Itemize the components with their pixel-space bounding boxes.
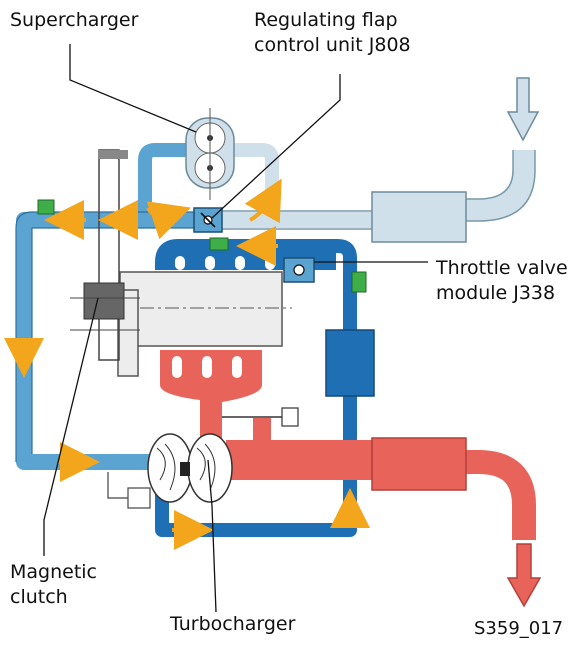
control-box <box>107 472 151 509</box>
regulating-flap <box>193 207 223 233</box>
supercharger-unit <box>185 108 235 200</box>
leader-flap <box>211 74 341 219</box>
engine-block <box>117 271 292 377</box>
label-turbocharger: Turbocharger <box>170 613 296 635</box>
leader-supercharger <box>69 44 197 133</box>
figure-code: S359_017 <box>474 618 564 639</box>
belt-drive <box>70 149 140 361</box>
exhaust-pipe <box>226 418 536 540</box>
wastegate-actuator <box>222 407 299 427</box>
turbocharger-unit <box>147 433 233 503</box>
air-inlet-arrow <box>506 77 540 142</box>
exhaust-outlet-arrow <box>506 543 542 608</box>
air-filter <box>371 191 467 243</box>
leader-clutch <box>43 297 99 556</box>
leader-turbo <box>207 459 217 613</box>
label-supercharger: Supercharger <box>10 9 139 31</box>
callout-lines <box>43 44 428 613</box>
supercharger-loop <box>138 143 279 212</box>
intercooler <box>325 329 375 397</box>
pressure-sensor-top <box>209 237 229 251</box>
exhaust-manifold <box>160 350 262 455</box>
fresh-air-duct <box>215 150 536 230</box>
flow-arrows <box>4 178 370 550</box>
exhaust-silencer <box>371 437 467 491</box>
throttle-valve <box>283 257 315 283</box>
pressure-sensor-right <box>351 271 367 293</box>
pressure-sensor-left <box>37 199 55 215</box>
